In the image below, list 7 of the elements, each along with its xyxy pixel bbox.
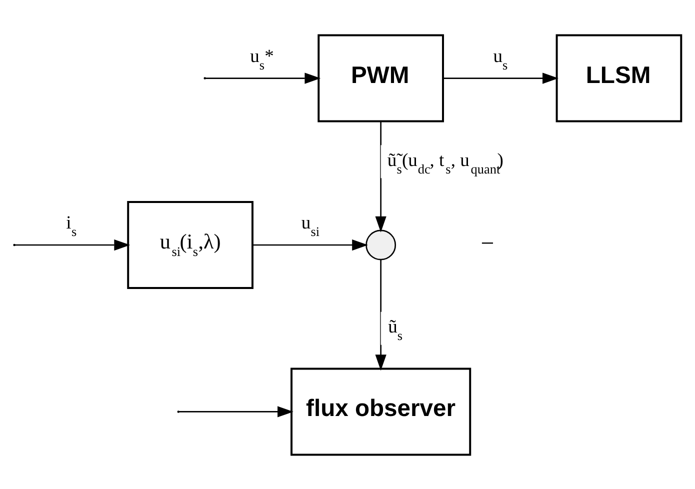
edge-label: u$_{si}$ xyxy=(301,212,320,239)
label: − xyxy=(480,230,494,256)
edge-label: u$_{s}$ xyxy=(493,46,508,72)
edge-label: ũ$_{s}$ xyxy=(388,316,403,343)
edge-label: ũ̃$_{s}$(u$_{dc}$, t$_{s}$, u$_{quant}$) xyxy=(387,149,504,176)
edge-label: u$_{s}$* xyxy=(250,46,274,72)
edge-label: i$_{s}$ xyxy=(66,212,77,239)
